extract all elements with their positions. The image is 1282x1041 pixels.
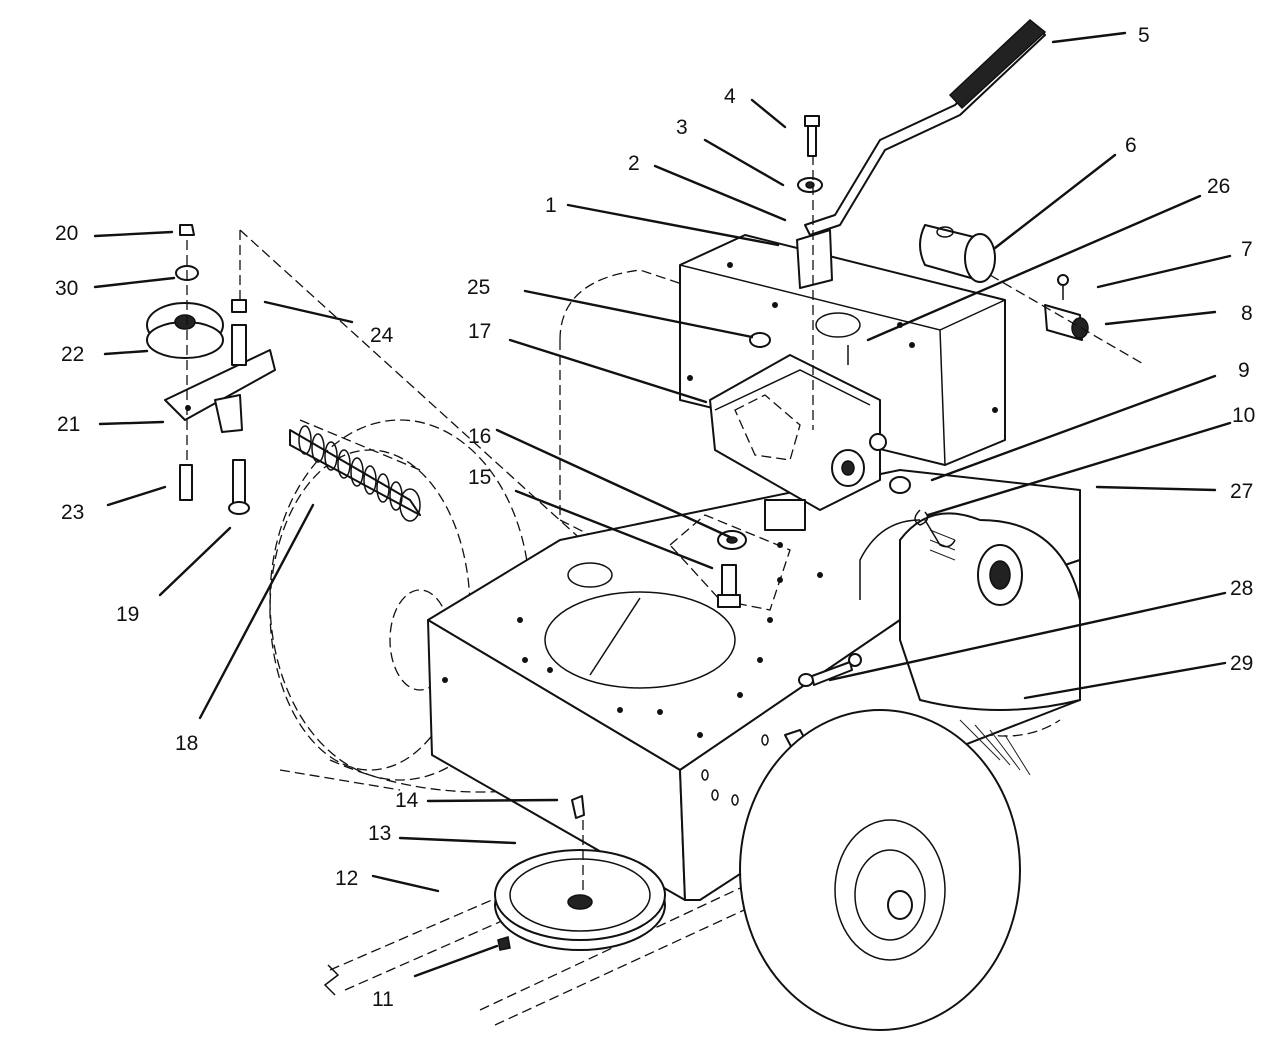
callout-6: 6 [1125,134,1137,157]
callout-26: 26 [1207,175,1230,198]
callout-30: 30 [55,277,78,300]
callout-25: 25 [467,276,490,299]
mount-bracket [669,514,791,611]
gearbox [709,354,887,531]
callout-labels: 1 2 3 4 5 6 7 8 9 10 11 12 13 14 15 16 1… [55,24,1255,1011]
callout-8: 8 [1241,302,1253,325]
callout-7: 7 [1241,238,1253,261]
callout-21: 21 [57,413,80,436]
callout-27: 27 [1230,480,1253,503]
small-hardware [749,332,956,548]
callout-29: 29 [1230,652,1253,675]
callout-1: 1 [545,194,557,217]
callout-3: 3 [676,116,688,139]
callout-4: 4 [724,85,736,108]
callout-17: 17 [468,320,491,343]
callout-18: 18 [175,732,198,755]
callout-23: 23 [61,501,84,524]
callout-28: 28 [1230,577,1253,600]
callout-24: 24 [370,324,394,347]
cylinder-and-bushing [919,224,1146,366]
right-fender [859,512,1081,711]
callout-12: 12 [335,867,358,890]
callout-16: 16 [468,425,491,448]
callout-9: 9 [1238,359,1250,382]
idler-pulley-assembly [146,224,276,515]
callout-19: 19 [116,603,139,626]
drive-pulley [494,795,666,951]
callout-20: 20 [55,222,78,245]
callout-14: 14 [395,789,419,812]
lever-hardware [796,115,833,430]
callout-22: 22 [61,343,84,366]
callout-11: 11 [372,988,394,1011]
leader-lines [93,31,1232,978]
spring [289,425,421,522]
callout-5: 5 [1138,24,1150,47]
callout-2: 2 [628,152,640,175]
callout-13: 13 [368,822,391,845]
side-bolt [798,653,862,687]
right-front-wheel [739,709,1031,1031]
callout-15: 15 [468,466,491,489]
callout-10: 10 [1232,404,1255,427]
shift-lever [804,19,1047,236]
